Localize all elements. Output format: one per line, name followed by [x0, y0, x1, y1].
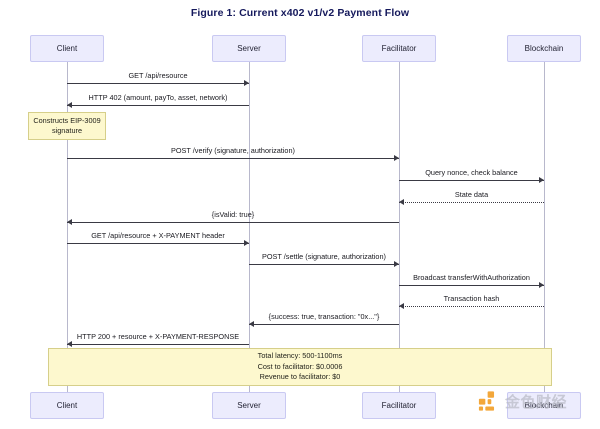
participant-label: Blockchain — [524, 44, 564, 53]
arrow-head — [394, 155, 399, 162]
message-line — [399, 202, 544, 203]
arrow-head — [244, 80, 249, 87]
jinse-logo-icon — [478, 391, 495, 411]
message-line — [67, 243, 249, 244]
summary-line-latency: Total latency: 500-1100ms — [257, 351, 343, 361]
participant-label: Server — [237, 44, 261, 53]
participant-label: Client — [56, 401, 78, 410]
arrow-head — [67, 102, 72, 109]
message-label: Broadcast transferWithAuthorization — [413, 273, 530, 282]
message-label: POST /verify (signature, authorization) — [171, 146, 295, 155]
note-line: signature — [51, 126, 83, 135]
lifeline-blockchain — [544, 62, 545, 392]
watermark: 金色财经 — [478, 390, 567, 412]
arrow-head — [399, 199, 404, 206]
arrow-head — [539, 177, 544, 184]
message-label: Transaction hash — [443, 294, 500, 303]
message-label: HTTP 402 (amount, payTo, asset, network) — [88, 93, 228, 102]
arrow-head — [249, 321, 254, 328]
message-line — [67, 222, 399, 223]
message-label: GET /api/resource — [128, 71, 188, 80]
summary-line-revenue: Revenue to facilitator: $0 — [259, 372, 341, 382]
message-label: Query nonce, check balance — [425, 168, 518, 177]
message-line — [249, 324, 399, 325]
message-line — [399, 285, 544, 286]
participant-bottom-client[interactable]: Client — [30, 392, 104, 419]
lifeline-client — [67, 62, 68, 392]
participant-bottom-blockchain[interactable]: Blockchain — [507, 392, 581, 419]
arrow-head — [539, 282, 544, 289]
participant-bottom-facilitator[interactable]: Facilitator — [362, 392, 436, 419]
lifeline-facilitator — [399, 62, 400, 392]
message-line — [399, 306, 544, 307]
summary-note: Total latency: 500-1100ms Cost to facili… — [48, 348, 552, 386]
message-label: HTTP 200 + resource + X-PAYMENT-RESPONSE — [76, 332, 240, 341]
summary-line-cost: Cost to facilitator: $0.0006 — [257, 361, 343, 371]
arrow-head — [67, 219, 72, 226]
participant-label: Facilitator — [381, 44, 417, 53]
participant-label: Facilitator — [381, 401, 417, 410]
arrow-head — [399, 303, 404, 310]
participant-bottom-server[interactable]: Server — [212, 392, 286, 419]
lifeline-server — [249, 62, 250, 392]
participant-facilitator[interactable]: Facilitator — [362, 35, 436, 62]
participant-label: Blockchain — [524, 401, 564, 410]
message-label: POST /settle (signature, authorization) — [262, 252, 386, 261]
message-label: {isValid: true} — [211, 210, 255, 219]
participant-label: Client — [56, 44, 78, 53]
message-line — [67, 344, 249, 345]
message-label: State data — [454, 190, 489, 199]
arrow-head — [394, 261, 399, 268]
participant-blockchain[interactable]: Blockchain — [507, 35, 581, 62]
arrow-head — [67, 341, 72, 348]
participant-server[interactable]: Server — [212, 35, 286, 62]
arrow-head — [244, 240, 249, 247]
note-line: Constructs EIP-3009 — [33, 116, 101, 126]
message-line — [67, 83, 249, 84]
watermark-text: 金色财经 — [505, 392, 568, 411]
figure-title: Figure 1: Current x402 v1/v2 Payment Flo… — [190, 7, 410, 19]
message-line — [67, 158, 399, 159]
message-line — [249, 264, 399, 265]
participant-client[interactable]: Client — [30, 35, 104, 62]
participant-label: Server — [237, 401, 261, 410]
message-line — [399, 180, 544, 181]
message-label: {success: true, transaction: "0x..."} — [268, 312, 380, 321]
message-line — [67, 105, 249, 106]
message-label: GET /api/resource + X-PAYMENT header — [91, 231, 225, 240]
